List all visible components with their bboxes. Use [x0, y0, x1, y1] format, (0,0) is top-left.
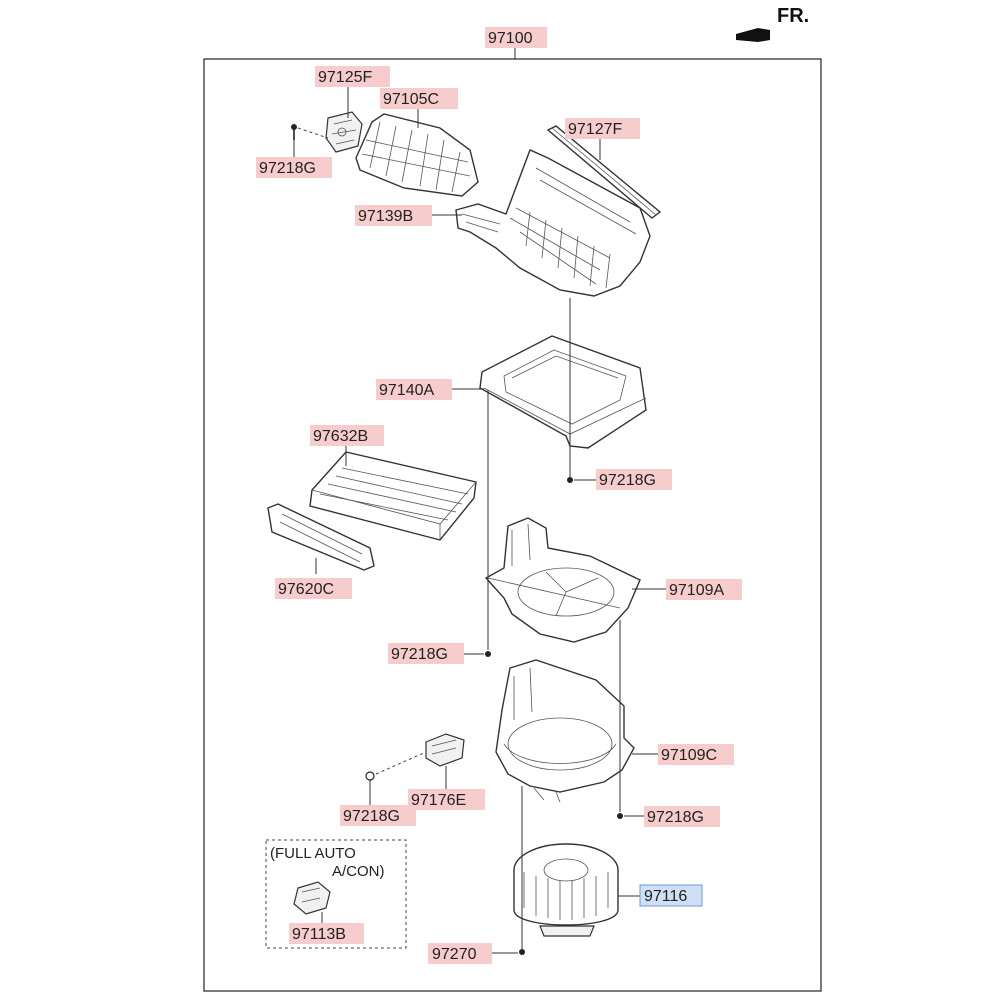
- svg-text:97140A: 97140A: [379, 382, 434, 399]
- front-arrow-icon: [736, 28, 770, 42]
- svg-text:97139B: 97139B: [358, 208, 413, 225]
- svg-text:97620C: 97620C: [278, 581, 334, 598]
- label-97218g-c[interactable]: 97218G: [388, 643, 464, 664]
- screw-97270: [519, 949, 525, 955]
- label-97218g-d[interactable]: 97218G: [644, 806, 720, 827]
- svg-text:97113B: 97113B: [292, 926, 346, 943]
- label-97218g-b[interactable]: 97218G: [596, 469, 672, 490]
- label-97176e[interactable]: 97176E: [408, 789, 485, 810]
- svg-text:97218G: 97218G: [599, 472, 656, 489]
- full-auto-acon-box: [265, 839, 407, 949]
- label-97116[interactable]: 97116: [639, 884, 703, 907]
- label-97620c[interactable]: 97620C: [275, 578, 352, 599]
- label-97218g-a[interactable]: 97218G: [256, 157, 332, 178]
- svg-text:97116: 97116: [644, 888, 687, 905]
- svg-text:97109A: 97109A: [669, 582, 724, 599]
- svg-text:97632B: 97632B: [313, 428, 368, 445]
- screw-leader-dash-e: [375, 751, 427, 775]
- svg-text:97218G: 97218G: [647, 809, 704, 826]
- svg-text:97218G: 97218G: [391, 646, 448, 663]
- blower-motor-97116: [513, 843, 619, 937]
- svg-text:97270: 97270: [432, 946, 477, 963]
- label-97270[interactable]: 97270: [428, 943, 492, 964]
- sensor-97113b: [293, 881, 331, 915]
- label-97100-text: 97100: [488, 30, 533, 47]
- label-97125f[interactable]: 97125F: [315, 66, 390, 87]
- label-97140a[interactable]: 97140A: [376, 379, 452, 400]
- svg-text:97218G: 97218G: [259, 160, 316, 177]
- filter-cover-97620c: [267, 503, 375, 571]
- label-97100-bg: [485, 27, 547, 48]
- svg-text:97105C: 97105C: [383, 91, 439, 108]
- screw-leader-dash-a: [297, 127, 329, 139]
- upper-case-97139b: [455, 149, 651, 297]
- resistor-97176e: [425, 733, 465, 767]
- screw-97218g-d: [617, 813, 623, 819]
- label-97113b[interactable]: 97113B: [289, 923, 364, 944]
- label-97632b[interactable]: 97632B: [310, 425, 384, 446]
- label-97218g-e[interactable]: 97218G: [340, 805, 416, 826]
- svg-text:97176E: 97176E: [411, 792, 466, 809]
- svg-text:97109C: 97109C: [661, 747, 717, 764]
- label-97109c[interactable]: 97109C: [658, 744, 734, 765]
- cabin-filter-97632b: [309, 451, 477, 541]
- svg-text:97125F: 97125F: [318, 69, 372, 86]
- blower-case-upper-97109a: [484, 517, 641, 643]
- assembly-frame: [203, 58, 822, 992]
- label-97109a[interactable]: 97109A: [666, 579, 742, 600]
- screw-97218g-c: [485, 651, 491, 657]
- screw-97218g-e: [365, 771, 375, 781]
- screw-97218g-b: [567, 477, 573, 483]
- label-97105c[interactable]: 97105C: [380, 88, 458, 109]
- svg-text:97218G: 97218G: [343, 808, 400, 825]
- seal-strip-97127f: [546, 125, 662, 219]
- screw-97218g-a: [291, 124, 297, 140]
- actuator-97125f: [325, 111, 363, 153]
- label-97139b[interactable]: 97139B: [355, 205, 432, 226]
- front-direction-indicator: FR.: [736, 5, 809, 42]
- filter-housing-97140a: [479, 335, 647, 449]
- note-line-1: (FULL AUTO: [270, 845, 356, 862]
- intake-duct-97105c: [355, 113, 479, 197]
- svg-text:97127F: 97127F: [568, 121, 622, 138]
- blower-case-lower-97109c: [495, 659, 635, 803]
- front-label: FR.: [777, 5, 809, 27]
- label-97100[interactable]: 97100: [485, 27, 547, 48]
- label-97127f[interactable]: 97127F: [565, 118, 640, 139]
- note-line-2: A/CON): [332, 863, 385, 880]
